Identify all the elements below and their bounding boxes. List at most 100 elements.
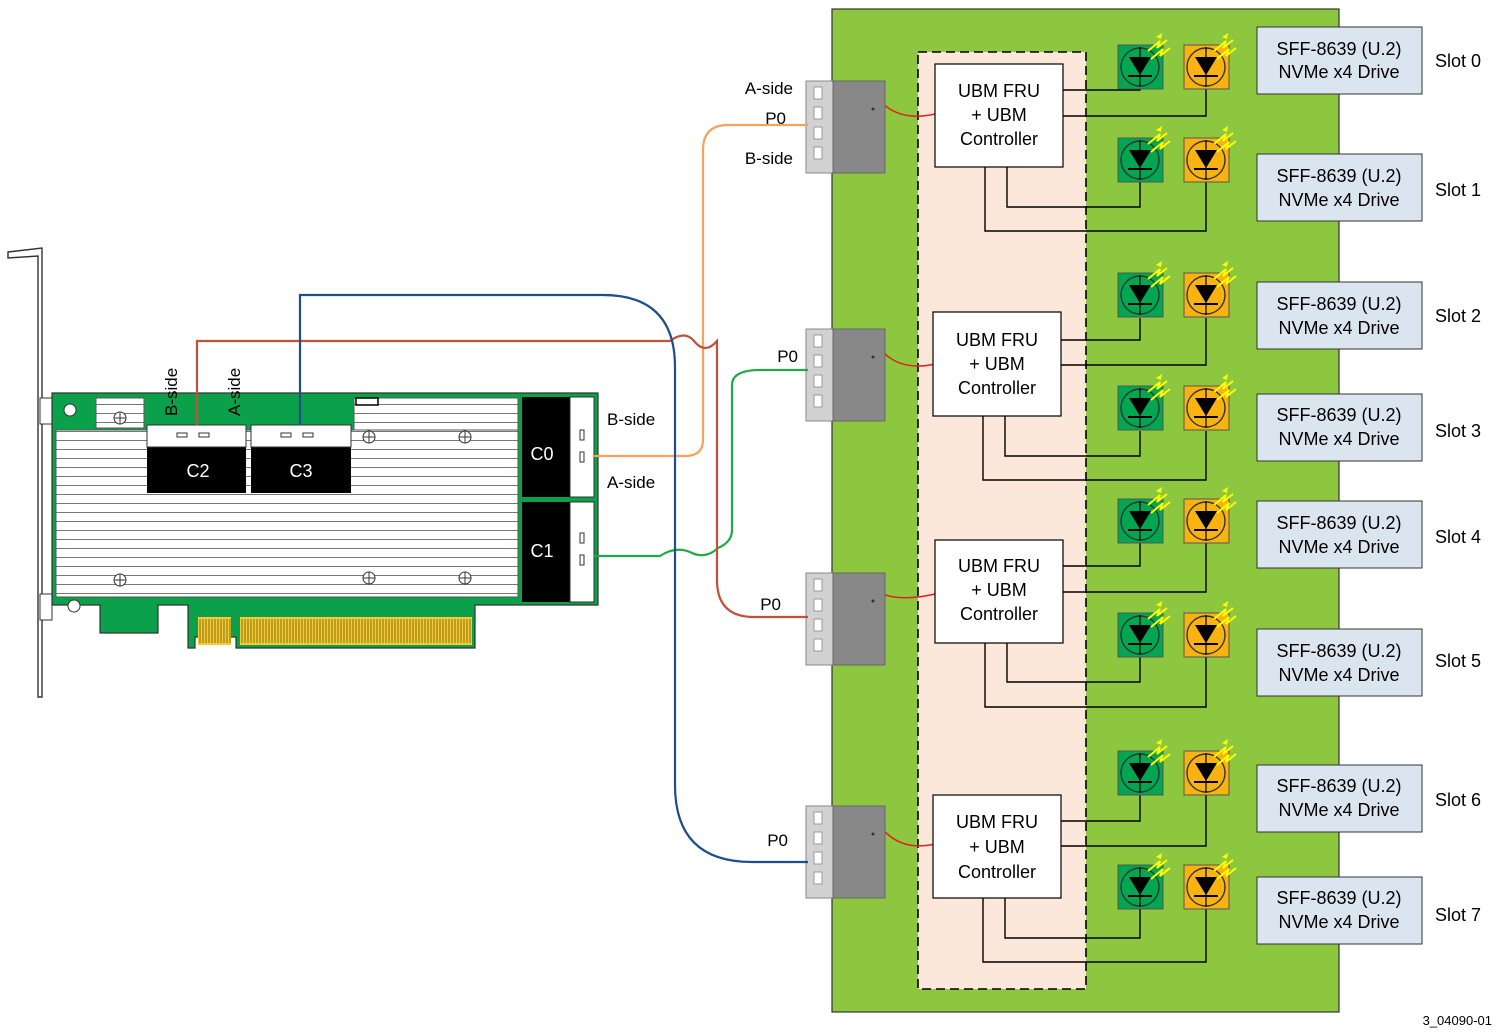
light-ray-head xyxy=(1222,601,1228,607)
light-ray-head xyxy=(1156,487,1162,493)
light-ray xyxy=(1147,39,1168,52)
light-ray xyxy=(1213,39,1234,52)
light-ray xyxy=(1216,140,1237,153)
connector-c2-label: C2 xyxy=(186,461,209,481)
led-green-slot-6 xyxy=(1117,739,1171,796)
drive-slot-1: SFF-8639 (U.2) NVMe x4 Drive Slot 1 xyxy=(1256,153,1481,222)
light-ray xyxy=(1213,859,1234,872)
led-amber-slot-5 xyxy=(1183,601,1237,658)
light-ray-head xyxy=(1156,261,1162,267)
c0-aside-label: A-side xyxy=(607,473,655,492)
drive-slot-5: SFF-8639 (U.2) NVMe x4 Drive Slot 5 xyxy=(1256,628,1481,697)
light-ray xyxy=(1150,501,1171,514)
drive-slot-2: SFF-8639 (U.2) NVMe x4 Drive Slot 2 xyxy=(1256,281,1481,350)
connector-pin xyxy=(813,106,823,120)
light-ray xyxy=(1147,132,1168,145)
slot-4-label: Slot 4 xyxy=(1435,527,1481,547)
connector-pin xyxy=(813,851,823,865)
drive-6-line2: NVMe x4 Drive xyxy=(1278,800,1399,820)
led-wire xyxy=(984,167,1207,232)
bp-conn-1-p0-label: P0 xyxy=(777,347,798,366)
ubm-controller-0-line1: UBM FRU xyxy=(958,81,1040,101)
backplane-connector-2 xyxy=(805,572,886,666)
backplane-connectors xyxy=(805,80,886,899)
connector-body xyxy=(832,80,886,174)
drive-slot-0: SFF-8639 (U.2) NVMe x4 Drive Slot 0 xyxy=(1256,26,1481,95)
led-amber-slot-4 xyxy=(1183,487,1237,544)
ubm-controller-2-line1: UBM FRU xyxy=(958,556,1040,576)
led-wire xyxy=(1063,543,1141,567)
connector-body xyxy=(832,328,886,422)
led-green-slot-0 xyxy=(1117,33,1171,90)
connector-c3-label: C3 xyxy=(289,461,312,481)
connector-dot xyxy=(871,107,875,111)
drive-2-line1: SFF-8639 (U.2) xyxy=(1276,294,1401,314)
drive-2-line2: NVMe x4 Drive xyxy=(1278,318,1399,338)
light-ray xyxy=(1216,388,1237,401)
ubm-controller-0: UBM FRU + UBM Controller xyxy=(934,63,1064,168)
ubm-controller-2-line3: Controller xyxy=(960,604,1038,624)
drive-4-line2: NVMe x4 Drive xyxy=(1278,537,1399,557)
light-ray-head xyxy=(1156,33,1162,39)
cables xyxy=(195,123,808,864)
light-ray-head xyxy=(1156,601,1162,607)
light-ray-head xyxy=(1156,374,1162,380)
slot-5-label: Slot 5 xyxy=(1435,651,1481,671)
cable-green xyxy=(594,368,808,558)
ubm-controller-0-line3: Controller xyxy=(960,129,1038,149)
light-ray xyxy=(1150,275,1171,288)
pcie-bracket xyxy=(7,247,53,698)
light-ray xyxy=(1216,47,1237,60)
backplane-connector-0 xyxy=(805,80,886,174)
light-ray xyxy=(1147,745,1168,758)
heatsink-screws xyxy=(113,411,472,587)
drive-1-line2: NVMe x4 Drive xyxy=(1278,190,1399,210)
status-leds xyxy=(1117,33,1237,910)
connector-pin xyxy=(813,126,823,140)
ubm-controller-3-line3: Controller xyxy=(958,862,1036,882)
ubm-controller-2-line2: + UBM xyxy=(971,580,1027,600)
bp-conn-0-p0-label: P0 xyxy=(765,109,786,128)
light-ray xyxy=(1213,132,1234,145)
figure-id: 3_04090-01 xyxy=(1423,1013,1492,1028)
light-ray-head xyxy=(1156,126,1162,132)
hba-aside-vertical-label: A-side xyxy=(225,368,244,416)
led-wire xyxy=(982,898,1207,963)
ubm-controller-3: UBM FRU + UBM Controller xyxy=(932,794,1062,899)
light-ray xyxy=(1150,867,1171,880)
led-amber-slot-6 xyxy=(1183,739,1237,796)
ubm-controller-0-line2: + UBM xyxy=(971,105,1027,125)
connector-pin xyxy=(813,811,823,825)
led-wire xyxy=(1061,795,1141,822)
pcie-gold-fingers xyxy=(198,617,472,645)
connector-c1: C1 xyxy=(522,501,595,603)
drive-5-line2: NVMe x4 Drive xyxy=(1278,665,1399,685)
light-ray-head xyxy=(1222,33,1228,39)
light-ray xyxy=(1216,753,1237,766)
ubm-controller-3-line1: UBM FRU xyxy=(956,812,1038,832)
led-wire xyxy=(1063,88,1207,117)
bp-conn-0-aside-label: A-side xyxy=(745,79,793,98)
light-ray xyxy=(1150,47,1171,60)
connector-pin xyxy=(813,334,823,348)
drive-slot-4: SFF-8639 (U.2) NVMe x4 Drive Slot 4 xyxy=(1256,500,1481,569)
bp-conn-0-bside-label: B-side xyxy=(745,149,793,168)
light-ray-head xyxy=(1222,487,1228,493)
connector-c0: C0 xyxy=(522,396,595,498)
drive-7-line1: SFF-8639 (U.2) xyxy=(1276,888,1401,908)
led-amber-slot-0 xyxy=(1183,33,1237,90)
light-ray xyxy=(1216,615,1237,628)
drive-slot-7: SFF-8639 (U.2) NVMe x4 Drive Slot 7 xyxy=(1256,876,1481,945)
connector-body xyxy=(832,805,886,899)
drive-1-line1: SFF-8639 (U.2) xyxy=(1276,166,1401,186)
slot-2-label: Slot 2 xyxy=(1435,306,1481,326)
drive-0-line2: NVMe x4 Drive xyxy=(1278,62,1399,82)
led-wire xyxy=(982,416,1207,481)
ubm-controller-2: UBM FRU + UBM Controller xyxy=(934,539,1064,644)
slot-0-label: Slot 0 xyxy=(1435,51,1481,71)
connector-pin xyxy=(813,871,823,885)
cable-blue xyxy=(298,293,808,864)
connector-c0-label: C0 xyxy=(530,444,553,464)
light-ray xyxy=(1150,615,1171,628)
